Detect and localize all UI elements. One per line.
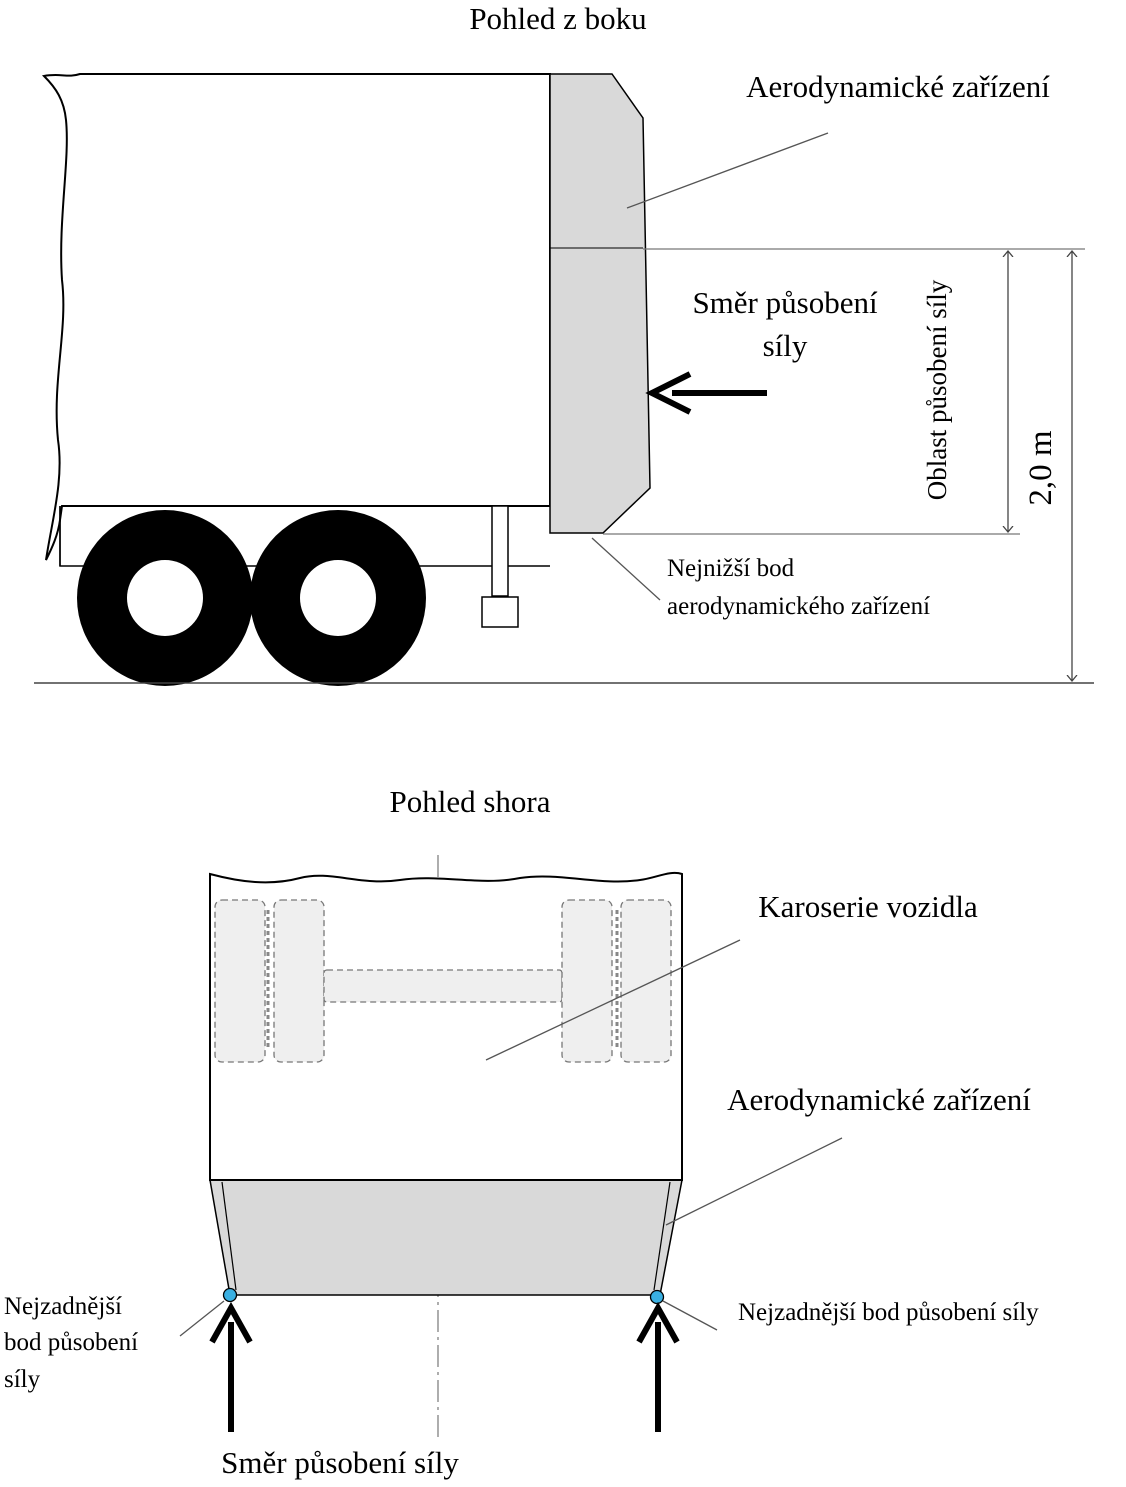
force-direction-label-line1: Směr působení <box>692 285 878 320</box>
rearmost-left-label-line1: Nejzadnější <box>4 1293 122 1320</box>
force-arrow-right <box>636 1301 680 1432</box>
wheel-left-outer <box>214 899 266 1063</box>
rearmost-left-label-line3: síly <box>4 1366 41 1393</box>
aero-device-label-top: Aerodynamické zařízení <box>727 1082 1031 1117</box>
aero-device-leader-top <box>665 1137 843 1226</box>
rearmost-right-label: Nejzadnější bod působení síly <box>738 1299 1039 1326</box>
axle <box>323 969 563 1003</box>
lowest-point-label-line1: Nejnižší bod <box>667 555 795 582</box>
wheel-front <box>77 510 253 686</box>
top-view: Pohled shora Karoserie vozidla Aerodynam… <box>4 784 1039 1480</box>
support-leg-foot <box>481 596 519 628</box>
wheel-left-inner <box>273 899 325 1063</box>
rearmost-left-leader <box>179 1300 225 1337</box>
vehicle-body-label: Karoserie vozidla <box>758 889 978 924</box>
force-arrow-side <box>645 371 767 415</box>
trailer-body <box>41 73 551 561</box>
rearmost-point-right <box>649 1289 665 1305</box>
force-arrow-left <box>209 1301 253 1432</box>
lowest-point-leader <box>591 537 661 601</box>
hidden-axle-assembly <box>214 899 672 1063</box>
rearmost-right-leader <box>662 1300 718 1331</box>
support-leg <box>491 505 509 597</box>
wheel-rear <box>250 510 426 686</box>
force-direction-label-top: Směr působení síly <box>221 1445 459 1480</box>
force-area-label: Oblast působení síly <box>922 279 952 500</box>
force-direction-label-line2: síly <box>763 328 808 363</box>
aero-device-label-side: Aerodynamické zařízení <box>746 69 1050 104</box>
aero-device-leader-side <box>626 132 829 209</box>
lowest-point-label-line2: aerodynamického zařízení <box>667 593 930 620</box>
rearmost-point-left <box>222 1287 238 1303</box>
top-view-title: Pohled shora <box>389 784 550 819</box>
aero-device-side <box>549 73 651 534</box>
height-label: 2,0 m <box>1023 430 1059 506</box>
side-view-title: Pohled z boku <box>469 1 646 36</box>
side-view: Pohled z boku Oblast působení síly <box>34 1 1094 686</box>
wheel-right-inner <box>561 899 613 1063</box>
vehicle-body-leader <box>485 939 741 1061</box>
wheel-right-outer <box>620 899 672 1063</box>
rearmost-left-label-line2: bod působení <box>4 1329 138 1356</box>
aero-device-top <box>209 1179 683 1296</box>
